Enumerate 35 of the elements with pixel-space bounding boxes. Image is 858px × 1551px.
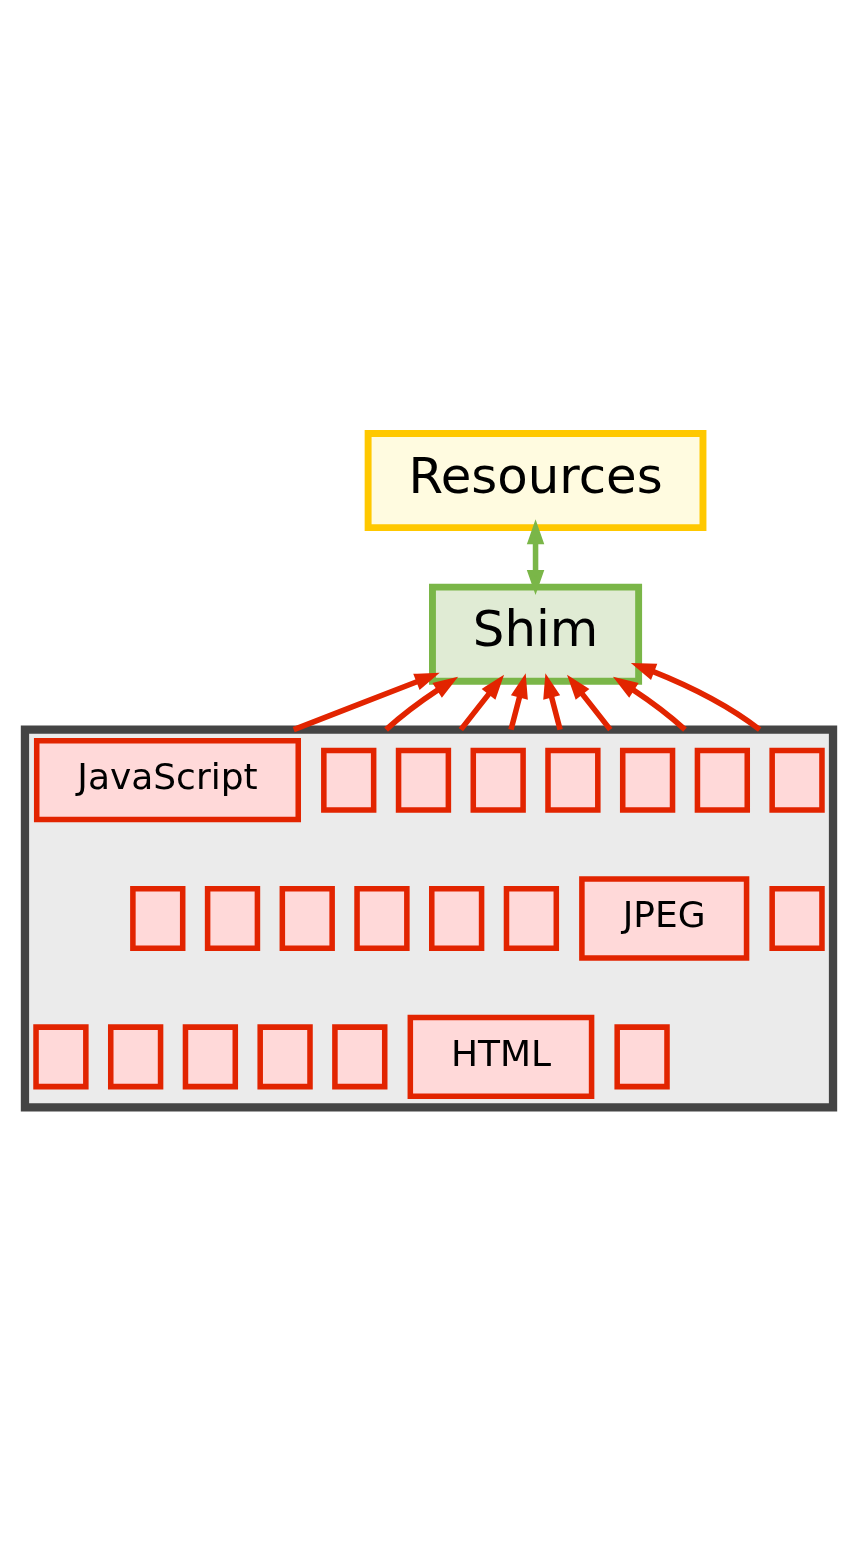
node-box: Resources — [364, 429, 707, 531]
cluster — [20, 725, 838, 1112]
arrow — [526, 518, 545, 595]
node-box — [395, 747, 452, 813]
node-box — [354, 885, 410, 951]
node-box — [545, 747, 601, 813]
node-box — [769, 747, 825, 813]
node-box: HTML — [407, 1014, 595, 1099]
arrow — [508, 672, 528, 730]
node-box — [769, 885, 825, 951]
arrow — [612, 676, 687, 732]
node-box — [321, 747, 377, 813]
arrow — [567, 674, 613, 731]
node-box: JavaScript — [33, 737, 301, 822]
node-box — [694, 747, 750, 813]
node-box — [279, 885, 335, 951]
node-box — [619, 747, 676, 813]
arrow — [292, 672, 440, 732]
node-box: JPEG — [579, 875, 750, 961]
node-box — [257, 1023, 313, 1089]
node-box — [429, 885, 485, 951]
node-box — [204, 885, 261, 951]
arrow — [458, 674, 505, 731]
node-box — [332, 1023, 388, 1089]
node-box: Shim — [429, 583, 643, 685]
node-box — [33, 1023, 89, 1089]
node-box — [108, 1023, 164, 1089]
node-box — [614, 1023, 670, 1089]
arrow — [384, 676, 459, 732]
node-box — [130, 885, 186, 951]
arrow — [630, 662, 762, 732]
node-box — [182, 1023, 239, 1089]
node-box — [470, 747, 526, 813]
node-box — [503, 885, 560, 951]
arrow — [543, 672, 563, 730]
